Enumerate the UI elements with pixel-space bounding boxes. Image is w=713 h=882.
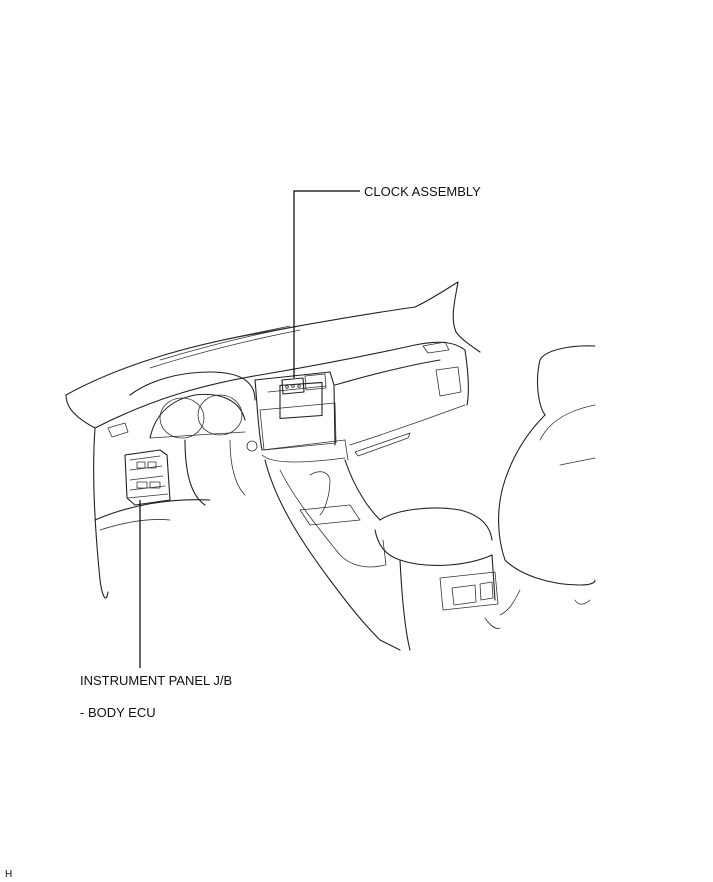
passenger-seat [484,345,596,629]
center-console [264,459,401,651]
body-ecu-label: - BODY ECU [80,705,156,720]
center-stack [246,371,346,463]
dashboard-outline [65,281,481,429]
left-lower-panel [93,427,246,599]
clock-leader-line [293,190,360,378]
clock-assembly-label: CLOCK ASSEMBLY [364,184,481,199]
leader-lines [139,190,360,668]
instrument-panel-jb-component [124,449,171,506]
armrest-console [374,507,499,651]
instrument-cluster [107,371,256,439]
passenger-dash [334,359,466,461]
instrument-panel-jb-label: INSTRUMENT PANEL J/B [80,673,233,688]
figure-code: H [5,869,13,880]
clock-assembly-component [281,377,305,395]
